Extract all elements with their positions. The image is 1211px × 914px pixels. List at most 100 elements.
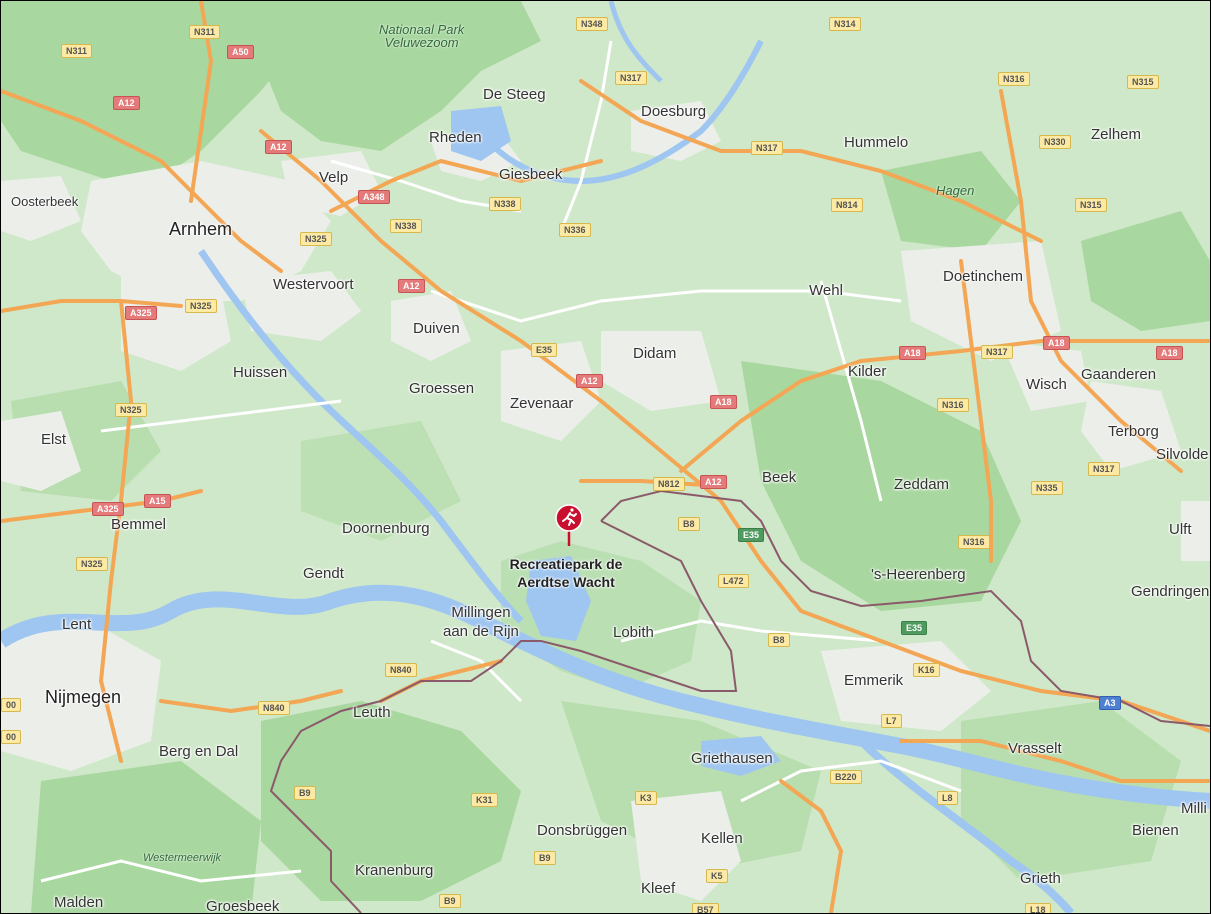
place-label-milli: Milli bbox=[1181, 800, 1207, 817]
place-label-doetinchem: Doetinchem bbox=[943, 268, 1024, 285]
road-shield-n338: N338 bbox=[489, 197, 521, 211]
place-label-leuth: Leuth bbox=[353, 704, 391, 721]
lakes bbox=[451, 106, 781, 776]
road-shield-a348: A348 bbox=[358, 190, 390, 204]
road-shield-n325: N325 bbox=[300, 232, 332, 246]
park-label-westermeerwijk: Westermeerwijk bbox=[143, 852, 222, 864]
place-label-elst: Elst bbox=[41, 431, 67, 448]
place-label-duiven: Duiven bbox=[413, 320, 460, 337]
place-label-vrasselt: Vrasselt bbox=[1008, 740, 1062, 757]
place-label-velp: Velp bbox=[319, 169, 349, 186]
place-label-donsbruggen: Donsbrüggen bbox=[537, 822, 628, 839]
national-border bbox=[269, 489, 1210, 913]
place-label-lobith: Lobith bbox=[613, 624, 654, 641]
place-label-rheden: Rheden bbox=[429, 129, 482, 146]
road-shield-b8: B8 bbox=[768, 633, 790, 647]
road-shield-n316: N316 bbox=[937, 398, 969, 412]
road-shield-k16: K16 bbox=[913, 663, 940, 677]
road-shield-n316: N316 bbox=[958, 535, 990, 549]
road-shield-n325: N325 bbox=[115, 403, 147, 417]
road-shield-b9: B9 bbox=[294, 786, 316, 800]
road-shield-b9: B9 bbox=[534, 851, 556, 865]
place-label-kilder: Kilder bbox=[848, 363, 887, 380]
road-shield-a3: A3 bbox=[1099, 696, 1121, 710]
place-label-de-steeg: De Steeg bbox=[483, 86, 546, 103]
place-label-grieth: Grieth bbox=[1020, 870, 1061, 887]
road-shield-n814: N814 bbox=[831, 198, 863, 212]
road-shield-n311: N311 bbox=[189, 25, 221, 39]
road-shield-b8: B8 bbox=[678, 517, 700, 531]
road-shield-n311: N311 bbox=[61, 44, 93, 58]
road-shield-b220: B220 bbox=[830, 770, 862, 784]
place-label-kranenburg: Kranenburg bbox=[355, 862, 434, 879]
road-shield-n338: N338 bbox=[390, 219, 422, 233]
place-label-wisch: Wisch bbox=[1026, 376, 1067, 393]
road-shield-n315: N315 bbox=[1127, 75, 1159, 89]
place-label-malden: Malden bbox=[54, 894, 104, 911]
place-label-beek: Beek bbox=[762, 469, 797, 486]
place-label-ulft: Ulft bbox=[1169, 521, 1192, 538]
place-label-kleef: Kleef bbox=[641, 880, 676, 897]
road-shield-n315: N315 bbox=[1075, 198, 1107, 212]
place-label-doornenburg: Doornenburg bbox=[342, 520, 430, 537]
place-label-gaanderen: Gaanderen bbox=[1081, 366, 1157, 383]
road-shield-l18: L18 bbox=[1025, 903, 1051, 913]
place-label-nijmegen: Nijmegen bbox=[45, 687, 122, 707]
place-label-bienen: Bienen bbox=[1132, 822, 1179, 839]
road-shield-n840: N840 bbox=[385, 663, 417, 677]
place-label-bemmel: Bemmel bbox=[111, 516, 167, 533]
road-shield-n317: N317 bbox=[1088, 462, 1120, 476]
road-shield-n840: N840 bbox=[258, 701, 290, 715]
place-label-zeddam: Zeddam bbox=[894, 476, 950, 493]
poi-name: Recreatiepark de Aerdtse Wacht bbox=[509, 556, 623, 590]
road-shield-a18: A18 bbox=[1043, 336, 1070, 350]
place-label-griethausen: Griethausen bbox=[691, 750, 773, 767]
road-shield-l8: L8 bbox=[937, 791, 958, 805]
road-shield-edge: 00 bbox=[1, 698, 22, 712]
road-shield-l7: L7 bbox=[881, 714, 902, 728]
place-label-gendringen: Gendringen bbox=[1131, 583, 1210, 600]
road-shield-e35: E35 bbox=[531, 343, 558, 357]
road-shield-n336: N336 bbox=[559, 223, 591, 237]
road-shield-a12: A12 bbox=[398, 279, 425, 293]
place-label-kellen: Kellen bbox=[701, 830, 743, 847]
road-shield-n316: N316 bbox=[998, 72, 1030, 86]
place-label-groesbeek: Groesbeek bbox=[206, 898, 280, 914]
place-label-berg-en-dal: Berg en Dal bbox=[159, 743, 239, 760]
place-label-millingen: Millingen aan de Rijn bbox=[443, 604, 519, 640]
place-label-wehl: Wehl bbox=[809, 282, 843, 299]
place-label-arnhem: Arnhem bbox=[169, 219, 233, 239]
place-label-huissen: Huissen bbox=[233, 364, 288, 381]
road-shield-k3: K3 bbox=[635, 791, 657, 805]
place-label-terborg: Terborg bbox=[1108, 423, 1159, 440]
road-shield-n812: N812 bbox=[653, 477, 685, 491]
road-shield-k31: K31 bbox=[471, 793, 498, 807]
place-label-hummelo: Hummelo bbox=[844, 134, 909, 151]
road-shield-n325: N325 bbox=[76, 557, 108, 571]
park-label-veluwezoom: Nationaal Park Veluwezoom bbox=[379, 22, 465, 50]
road-shield-n317: N317 bbox=[615, 71, 647, 85]
road-shield-n348: N348 bbox=[576, 17, 608, 31]
park-label-hagen: Hagen bbox=[936, 183, 975, 198]
road-shield-b57: B57 bbox=[692, 903, 719, 913]
road-shield-b9: B9 bbox=[439, 894, 461, 908]
map-pin-running-person-icon[interactable] bbox=[553, 503, 585, 547]
place-label-silvolde: Silvolde bbox=[1156, 446, 1209, 463]
road-shield-a50: A50 bbox=[227, 45, 254, 59]
road-shield-k5: K5 bbox=[706, 869, 728, 883]
minor-roads bbox=[40, 40, 962, 883]
road-shield-a18: A18 bbox=[899, 346, 926, 360]
place-label-s-heerenberg: 's-Heerenberg bbox=[871, 566, 966, 583]
place-label-emmerik: Emmerik bbox=[844, 672, 904, 689]
road-shield-n330: N330 bbox=[1039, 135, 1071, 149]
poi-label[interactable]: Recreatiepark de Aerdtse Wacht bbox=[481, 555, 651, 591]
road-shield-n325: N325 bbox=[185, 299, 217, 313]
road-shield-edge: 00 bbox=[1, 730, 22, 744]
road-shield-a18: A18 bbox=[710, 395, 737, 409]
road-shield-a325: A325 bbox=[125, 306, 157, 320]
place-label-oosterbeek: Oosterbeek bbox=[11, 194, 79, 209]
